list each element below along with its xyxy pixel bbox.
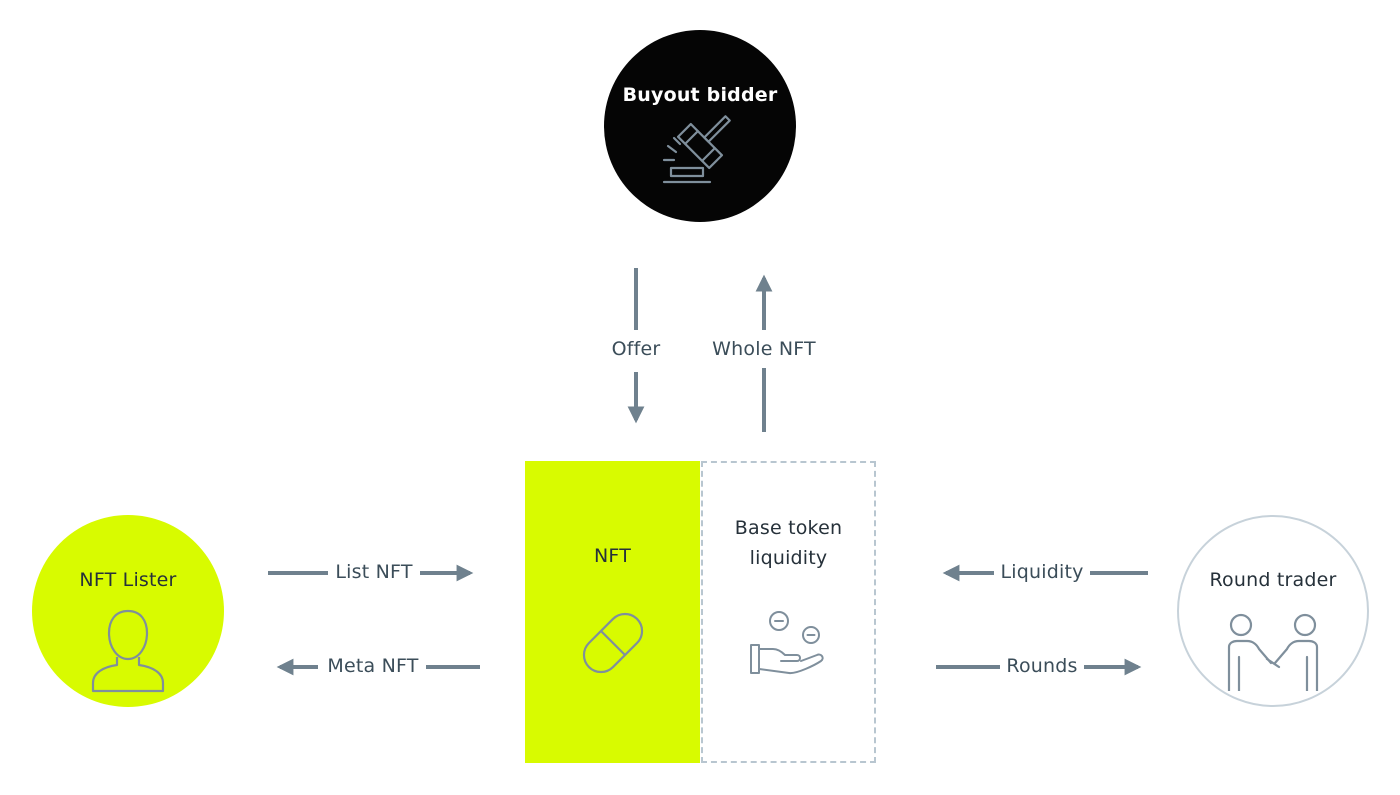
meta-nft-label: Meta NFT — [327, 655, 419, 677]
liquidity-label: Liquidity — [1000, 561, 1084, 583]
round-trader-label: Round trader — [1209, 569, 1337, 591]
list-nft-label: List NFT — [335, 561, 413, 583]
gavel-icon — [662, 115, 731, 184]
offer-label: Offer — [611, 338, 661, 360]
nft-box: NFT — [525, 461, 700, 763]
hand-coins-icon — [750, 611, 824, 675]
buyout-bidder-label: Buyout bidder — [622, 84, 778, 106]
liquidity-box-label-line1: Base token — [734, 517, 843, 539]
rounds-label: Rounds — [1006, 655, 1078, 677]
nft-lister-label: NFT Lister — [79, 569, 177, 591]
whole-nft-label: Whole NFT — [712, 338, 816, 360]
liquidity-box-label-line2: liquidity — [749, 547, 828, 569]
handshake-icon — [1227, 613, 1319, 691]
nft-lister-node: NFT Lister — [32, 515, 224, 707]
user-icon — [91, 609, 165, 693]
buyout-bidder-node: Buyout bidder — [604, 30, 796, 222]
nft-box-label: NFT — [593, 545, 631, 567]
liquidity-box: Base token liquidity — [701, 461, 876, 763]
round-trader-node: Round trader — [1177, 515, 1369, 707]
pill-icon — [582, 612, 644, 674]
